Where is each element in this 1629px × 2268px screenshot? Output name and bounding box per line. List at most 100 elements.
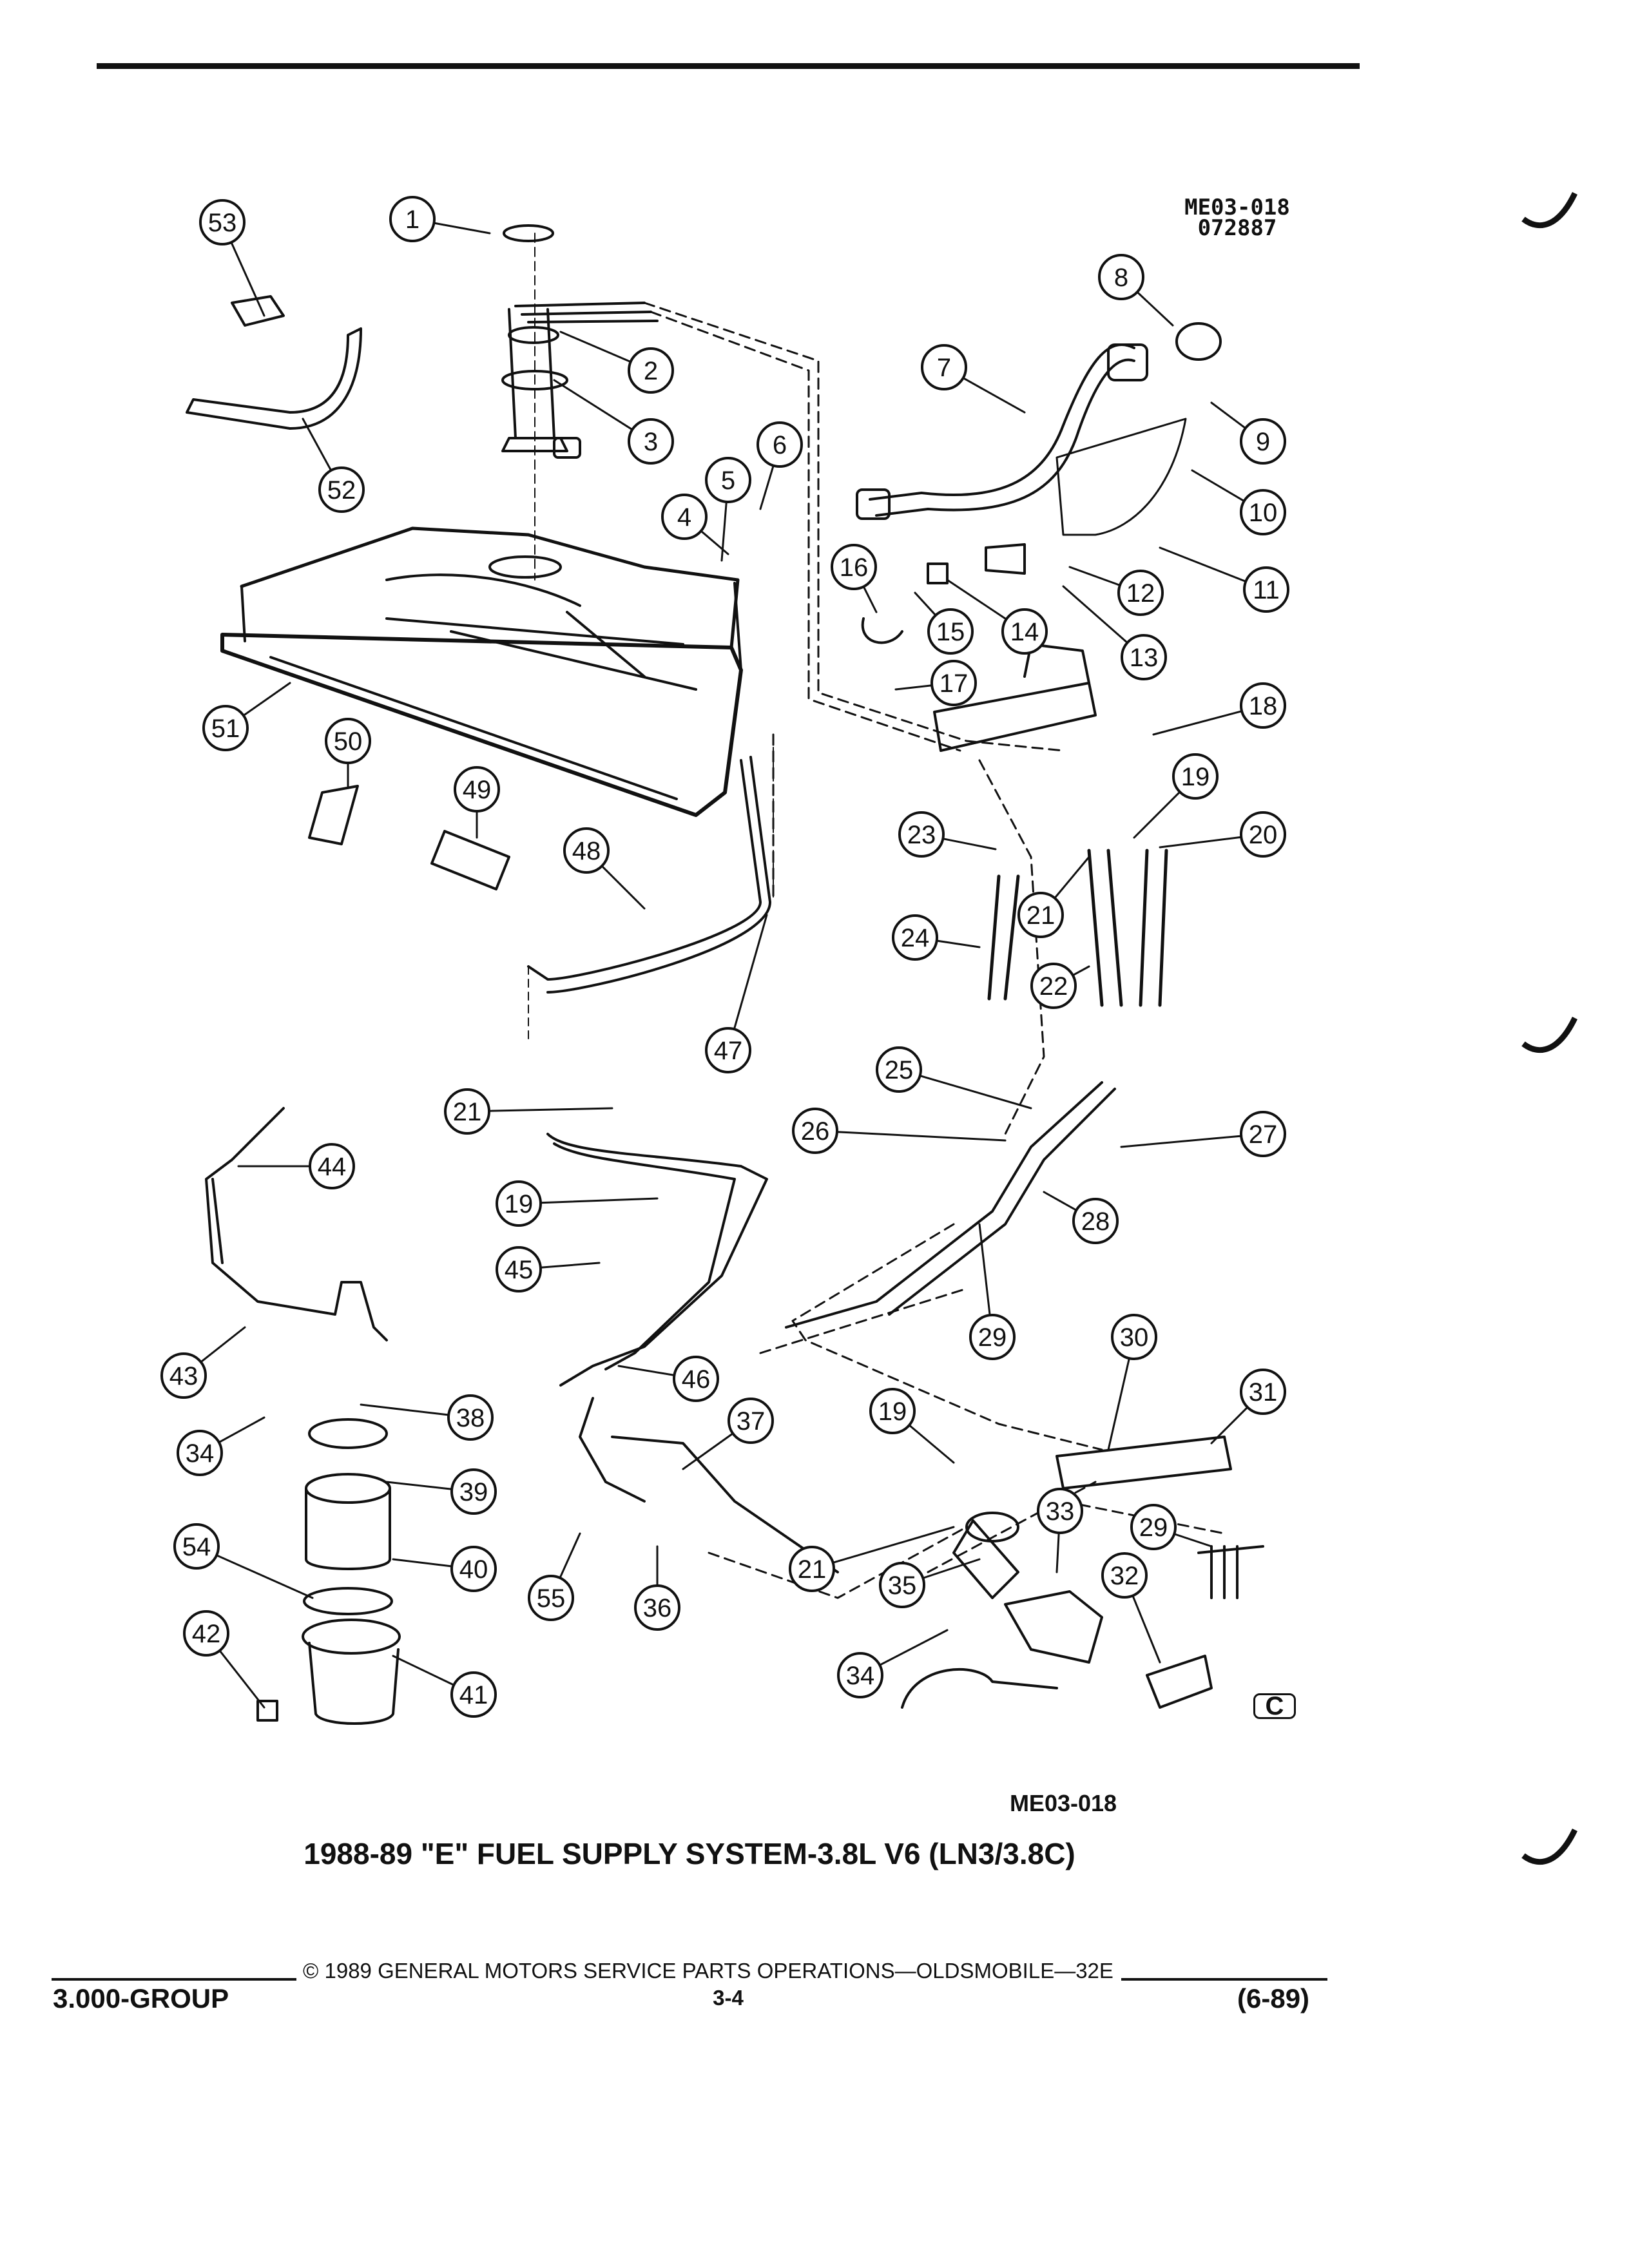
callout-bubble <box>628 418 674 465</box>
callout-number: 46 <box>682 1365 711 1394</box>
callout-leader <box>553 379 633 431</box>
callout-bubble <box>728 1398 774 1444</box>
callout-number: 43 <box>169 1362 198 1390</box>
callout-number: 51 <box>211 715 240 743</box>
callout-number: 21 <box>1027 901 1055 930</box>
callout-number: 32 <box>1110 1562 1139 1590</box>
footer-group: 3.000-GROUP <box>53 1983 229 2013</box>
callout-bubble <box>1111 1314 1157 1360</box>
vapor-canister <box>256 1418 401 1725</box>
callout-number: 31 <box>1249 1378 1278 1407</box>
callout-bubble <box>789 1546 835 1592</box>
callout-leader <box>1159 546 1247 583</box>
callout-bubble <box>634 1584 680 1631</box>
callout-number: 25 <box>885 1056 914 1084</box>
callout-bubble <box>318 466 365 513</box>
binder-tick-mark <box>1521 1017 1578 1053</box>
callout-leader <box>559 1532 581 1579</box>
callout-number: 15 <box>936 618 965 646</box>
footer-rule-left <box>52 1978 296 1981</box>
callout-number: 27 <box>1249 1120 1278 1149</box>
callout-bubble <box>1001 608 1048 655</box>
callout-number: 55 <box>537 1584 566 1613</box>
callout-leader <box>1136 291 1174 327</box>
callout-bubble <box>325 718 371 764</box>
callout-bubble <box>1240 682 1286 729</box>
callout-bubble <box>927 608 974 655</box>
top-rule <box>97 63 1360 69</box>
figure-code: ME03-018 <box>1009 1790 1117 1816</box>
callout-bubble <box>892 914 938 961</box>
callout-number: 49 <box>463 776 492 804</box>
callout-leader <box>432 222 491 235</box>
callout-number: 9 <box>1256 428 1270 456</box>
callout-number: 29 <box>978 1323 1007 1352</box>
callout-number: 36 <box>643 1594 672 1622</box>
callout-bubble <box>389 196 436 242</box>
callout-bubble <box>705 457 751 503</box>
callout-bubble <box>1037 1488 1083 1534</box>
callout-number: 33 <box>1046 1497 1075 1526</box>
callout-leader <box>832 1526 955 1564</box>
callout-bubble <box>628 347 674 394</box>
brackets <box>527 543 1097 994</box>
callout-leader <box>700 530 729 555</box>
callout-bubble <box>1240 1111 1286 1157</box>
callout-bubble <box>1240 489 1286 535</box>
callout-bubble <box>1017 892 1064 938</box>
callout-number: 39 <box>459 1478 488 1506</box>
callout-leader <box>759 465 775 510</box>
callout-bubble <box>202 705 249 751</box>
callout-number: 28 <box>1081 1207 1110 1236</box>
fuel-lines <box>546 1081 1116 1573</box>
callout-leader <box>1120 1135 1242 1148</box>
callout-number: 14 <box>1010 618 1039 646</box>
callout-number: 42 <box>192 1620 221 1648</box>
footer-page-number: 3-4 <box>713 1986 744 2010</box>
callout-number: 6 <box>773 431 787 459</box>
callout-bubble <box>831 544 877 590</box>
callout-number: 40 <box>459 1555 488 1584</box>
callout-bubble <box>1030 963 1077 1009</box>
callout-bubble <box>450 1671 497 1718</box>
callout-leader <box>1159 836 1242 849</box>
callout-leader <box>936 939 981 948</box>
callout-number: 41 <box>459 1681 488 1709</box>
callout-bubble <box>969 1314 1016 1360</box>
callout-bubble <box>837 1652 883 1698</box>
footer-rule-right <box>1121 1978 1327 1981</box>
callout-bubble <box>496 1246 542 1293</box>
callout-leader <box>242 682 291 717</box>
callout-number: 22 <box>1039 972 1068 1001</box>
callout-leader <box>862 585 878 613</box>
callout-number: 47 <box>714 1037 743 1065</box>
callout-bubble <box>496 1180 542 1227</box>
footer-copyright: © 1989 GENERAL MOTORS SERVICE PARTS OPER… <box>303 1959 1113 1983</box>
callout-number: 16 <box>840 553 869 582</box>
callout-leader <box>392 1558 453 1568</box>
callout-bubble <box>1240 811 1286 858</box>
callout-number: 50 <box>334 727 363 756</box>
callout-leader <box>733 914 768 1030</box>
callout-leader <box>1055 1532 1060 1573</box>
callout-leader <box>385 1481 453 1490</box>
callout-bubble <box>921 344 967 390</box>
callout-bubble <box>869 1388 916 1434</box>
callout-number: 20 <box>1249 821 1278 849</box>
callout-number: 26 <box>801 1117 830 1146</box>
fuel-tank-drawing <box>220 526 743 817</box>
callout-number: 3 <box>644 428 658 456</box>
callout-leader <box>914 591 937 617</box>
callout-number: 34 <box>186 1439 215 1468</box>
callout-number: 7 <box>937 354 951 382</box>
callout-bubble <box>454 766 500 812</box>
callout-number: 4 <box>677 503 691 532</box>
callout-leader <box>1072 965 1090 977</box>
callout-number: 8 <box>1114 264 1128 292</box>
drawing-code-line2: 072887 <box>1197 215 1277 241</box>
callout-bubble <box>199 199 246 245</box>
callout-leader <box>946 579 1008 620</box>
callout-number: 21 <box>453 1098 482 1126</box>
callout-number: 54 <box>182 1533 211 1561</box>
